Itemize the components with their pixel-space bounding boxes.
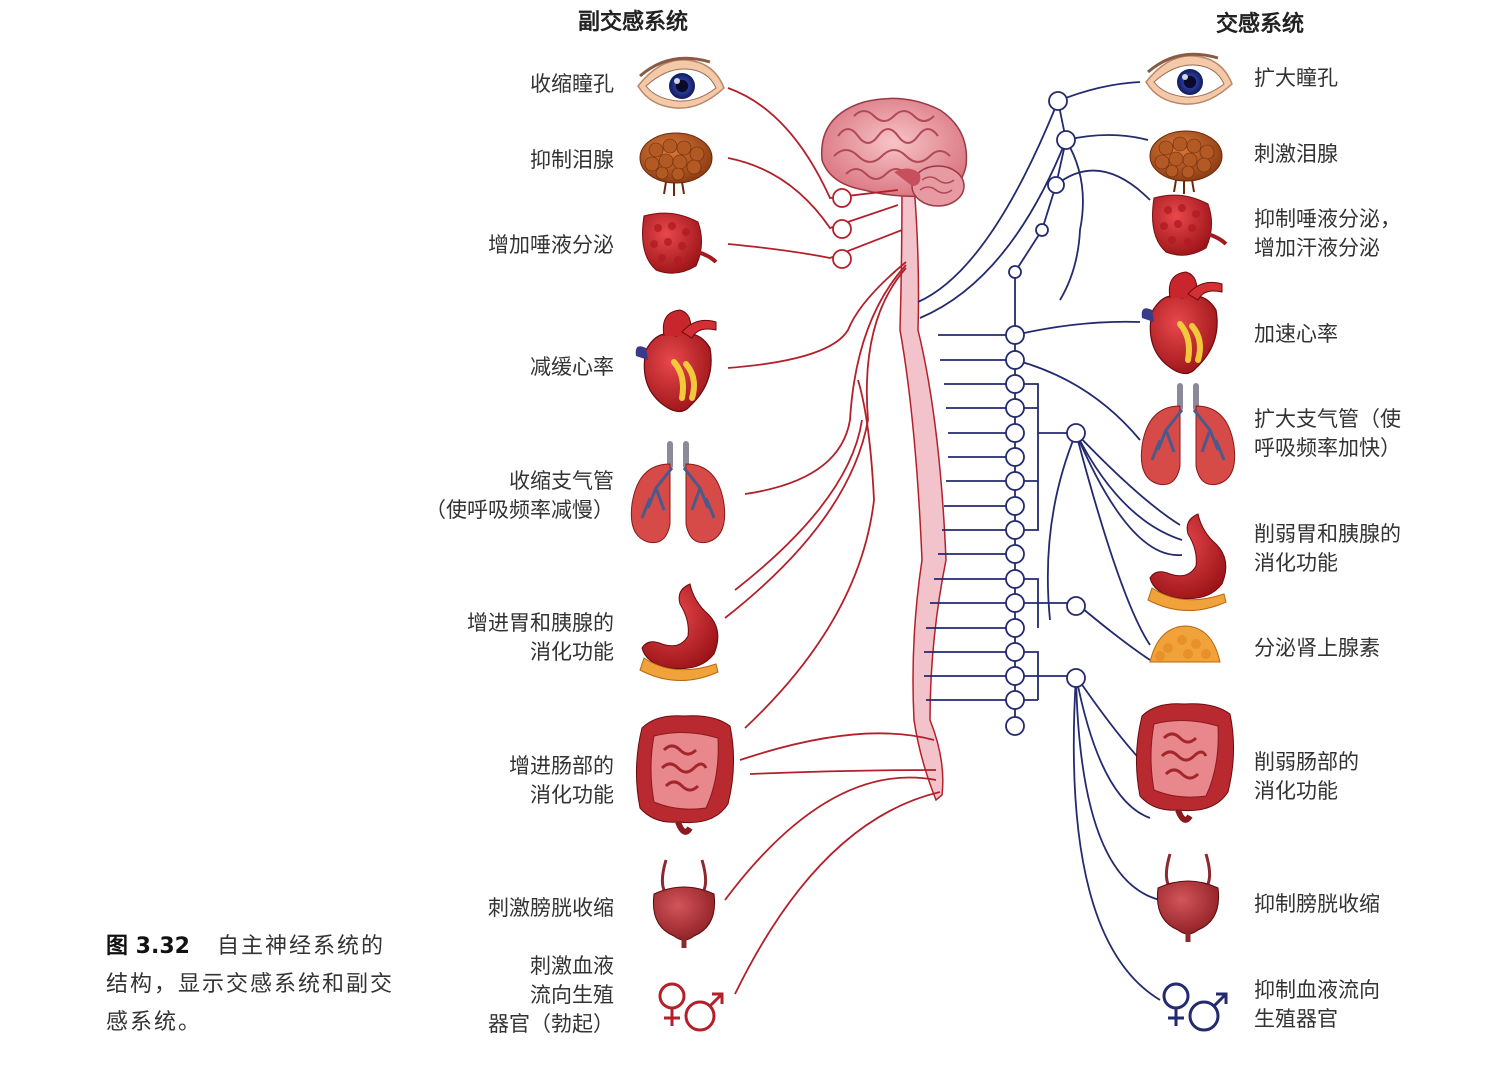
symp-label-tear: 刺激泪腺 — [1254, 142, 1338, 166]
eye-icon-left — [636, 56, 726, 110]
para-label-stomach: 增进胃和胰腺的消化功能 — [467, 611, 614, 664]
symp-label-intestine: 削弱肠部的消化功能 — [1254, 750, 1359, 803]
intestine-icon-left — [636, 716, 733, 832]
figure-caption-text: 自主神经系统的结构，显示交感系统和副交感系统。 — [106, 934, 395, 1035]
sympathetic-header: 交感系统 — [1216, 12, 1305, 37]
eye-icon-right — [1144, 52, 1234, 106]
spinal-cord — [899, 184, 947, 802]
heart-icon-right — [1142, 272, 1222, 374]
symp-label-saliva: 抑制唾液分泌，增加汗液分泌 — [1254, 207, 1401, 260]
parasympathetic-header: 副交感系统 — [578, 10, 689, 35]
parasympathetic-nerves — [724, 87, 941, 995]
sympathetic-nerves — [917, 81, 1183, 1001]
para-label-heart: 减缓心率 — [530, 355, 614, 379]
tear-gland-icon-right — [1149, 130, 1223, 195]
adrenal-gland-icon-right — [1149, 625, 1221, 663]
para-label-genital: 刺激血液流向生殖器官（勃起） — [488, 954, 614, 1036]
para-label-bladder: 刺激膀胱收缩 — [488, 896, 614, 920]
salivary-gland-icon-right — [1150, 193, 1228, 258]
salivary-gland-icon-left — [640, 211, 718, 276]
brain-illustration — [820, 97, 968, 207]
para-label-bronchi: 收缩支气管（使呼吸频率减慢） — [425, 469, 614, 522]
genital-symbol-icon-left — [658, 982, 724, 1032]
symp-label-pupil: 扩大瞳孔 — [1254, 66, 1338, 90]
para-label-saliva: 增加唾液分泌 — [488, 233, 614, 257]
symp-label-stomach: 削弱胃和胰腺的消化功能 — [1254, 522, 1401, 575]
intestine-icon-right — [1136, 704, 1233, 820]
para-label-pupil: 收缩瞳孔 — [530, 72, 614, 96]
symp-label-adrenal: 分泌肾上腺素 — [1254, 636, 1380, 660]
bladder-icon-right — [1157, 854, 1218, 942]
heart-icon-left — [636, 310, 716, 412]
symp-label-bladder: 抑制膀胱收缩 — [1254, 892, 1380, 916]
figure-label: 图 3.32 — [106, 934, 190, 959]
para-label-tear: 抑制泪腺 — [530, 148, 614, 172]
symp-label-heart: 加速心率 — [1254, 322, 1338, 346]
lungs-icon-right — [1141, 386, 1234, 485]
lungs-icon-left — [631, 444, 724, 543]
symp-label-bronchi: 扩大支气管（使呼吸频率加快） — [1254, 407, 1401, 460]
tear-gland-icon-left — [639, 132, 713, 197]
genital-symbol-icon-right — [1162, 982, 1228, 1032]
stomach-icon-right — [1147, 513, 1227, 612]
symp-label-genital: 抑制血液流向生殖器官 — [1254, 978, 1380, 1031]
bladder-icon-left — [653, 860, 714, 948]
para-label-intestine: 增进肠部的消化功能 — [509, 754, 614, 807]
stomach-icon-left — [639, 583, 719, 682]
figure-caption: 图 3.32 自主神经系统的结构，显示交感系统和副交感系统。 — [106, 928, 396, 1042]
